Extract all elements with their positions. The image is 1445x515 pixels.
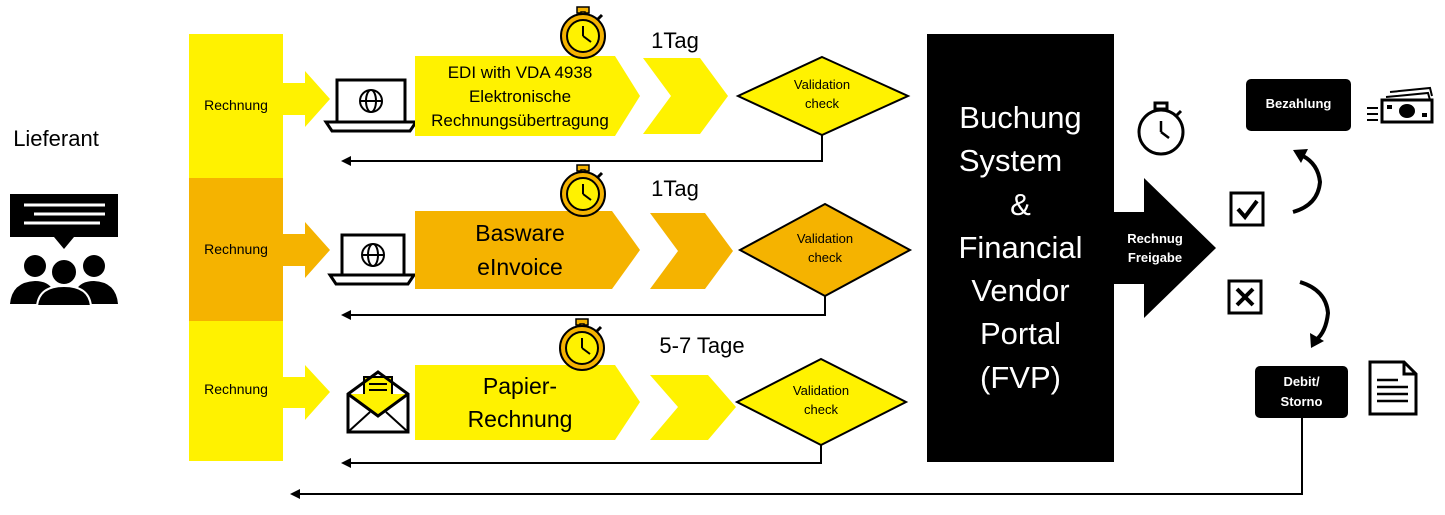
stopwatch-icon xyxy=(560,164,606,217)
lane-3-channel-text-1: Papier- xyxy=(482,373,558,399)
lane-3-small-arrow xyxy=(283,365,330,420)
lane-1-channel-arrow xyxy=(415,56,640,136)
lane-2-duration: 1Tag xyxy=(651,176,699,201)
lane-1-return-line xyxy=(341,135,823,166)
lane-3-validation-text-2: check xyxy=(804,402,838,417)
system-line-7: (FVP) xyxy=(980,360,1061,395)
payment-box xyxy=(1246,79,1351,131)
system-box xyxy=(927,34,1114,462)
lane-1-duration: 1Tag xyxy=(651,28,699,53)
lane-1-channel-text-2: Elektronische xyxy=(468,87,572,106)
lane-2-small-arrow xyxy=(283,222,330,278)
supplier-group-chat-icon xyxy=(10,194,118,307)
laptop-globe-icon xyxy=(323,78,419,133)
release-line-1: Rechnug xyxy=(1127,231,1183,246)
lane-3-invoice-box xyxy=(189,321,283,461)
lane-1-invoice-label: Rechnung xyxy=(204,97,268,113)
envelope-letter-icon xyxy=(346,370,410,434)
lane-2-chevron xyxy=(650,213,733,289)
lane-3-invoice-label: Rechnung xyxy=(204,381,268,397)
system-line-1: Buchung xyxy=(959,100,1082,135)
system-line-6: Portal xyxy=(980,316,1061,351)
lane-3-chevron xyxy=(650,375,736,440)
lane-2-invoice-label: Rechnung xyxy=(204,241,268,257)
checkbox-cross-icon xyxy=(1227,279,1263,315)
lane-3-duration: 5-7 Tage xyxy=(659,333,745,358)
debit-line-2: Storno xyxy=(1280,394,1323,409)
lane-1-chevron xyxy=(643,58,728,134)
storno-return-line xyxy=(290,418,1303,499)
lane-2-channel-arrow xyxy=(415,211,640,289)
stopwatch-icon xyxy=(560,6,606,59)
lane-2-channel-text-1: Basware xyxy=(475,220,565,246)
lane-1-invoice-box xyxy=(189,34,283,178)
stopwatch-icon xyxy=(1137,101,1185,156)
system-line-2: System xyxy=(958,143,1063,178)
payment-label: Bezahlung xyxy=(1265,96,1332,111)
lane-3-return-line xyxy=(341,445,822,468)
system-line-3: & xyxy=(1010,187,1031,222)
curved-arrow-down xyxy=(1299,280,1331,348)
money-bills-icon xyxy=(1367,86,1434,124)
system-line-4: Financial xyxy=(958,230,1083,265)
stopwatch-icon xyxy=(559,318,605,371)
lane-1-validation-text-2: check xyxy=(805,96,839,111)
lane-1-validation-text-1: Validation xyxy=(793,77,851,92)
lane-1-channel-text-1: EDI with VDA 4938 xyxy=(447,63,593,82)
lane-3-validation-text-1: Validation xyxy=(792,383,850,398)
debit-box xyxy=(1255,366,1348,418)
release-arrow xyxy=(1114,178,1216,318)
curved-arrow-up xyxy=(1292,149,1323,214)
debit-line-1: Debit/ xyxy=(1283,374,1320,389)
lane-2-channel-text-2: eInvoice xyxy=(477,254,563,280)
lane-1-small-arrow xyxy=(283,71,330,127)
lane-2-validation-text-2: check xyxy=(808,250,842,265)
lane-2-invoice-box xyxy=(189,178,283,321)
lane-3-channel-arrow xyxy=(415,365,640,440)
laptop-globe-icon xyxy=(327,233,417,286)
supplier-label: Lieferant xyxy=(13,126,99,151)
lane-1-channel-text-3: Rechnungsübertragung xyxy=(431,111,609,130)
lane-2-return-line xyxy=(341,296,826,320)
lane-2-validation-text-1: Validation xyxy=(796,231,854,246)
document-icon xyxy=(1368,360,1418,416)
release-line-2: Freigabe xyxy=(1127,250,1183,265)
lane-3-channel-text-2: Rechnung xyxy=(467,406,573,432)
system-line-5: Vendor xyxy=(971,273,1070,308)
checkbox-checked-icon xyxy=(1229,191,1265,227)
